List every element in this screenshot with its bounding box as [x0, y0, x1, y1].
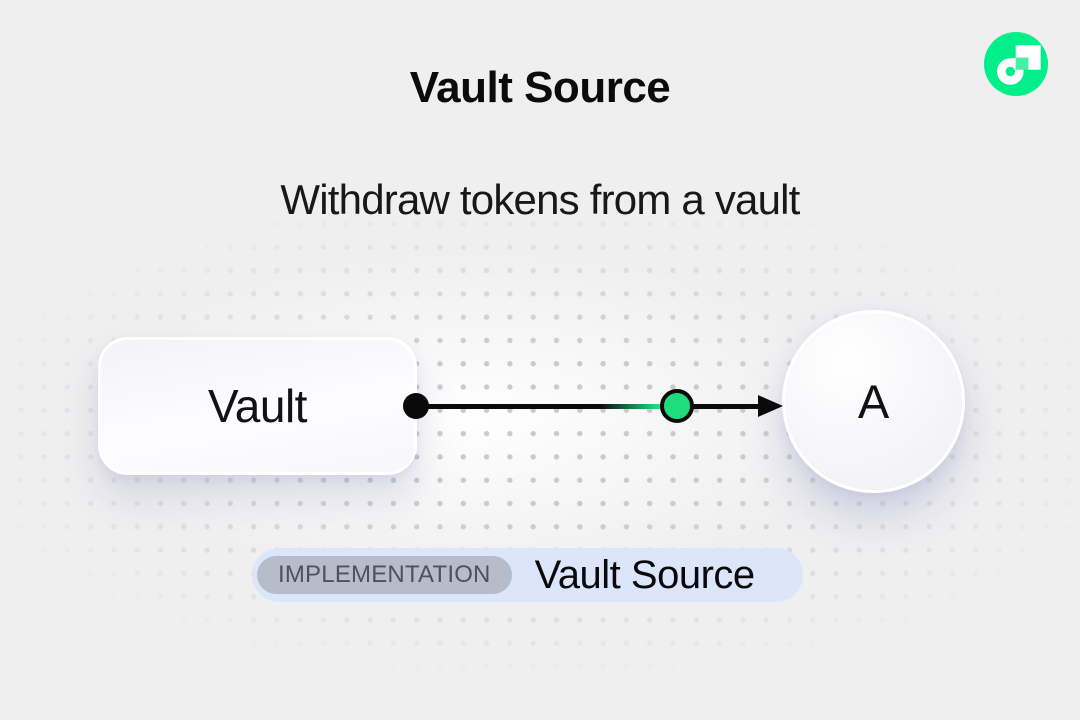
implementation-badge: IMPLEMENTATION Vault Source: [252, 548, 803, 602]
receiver-node: A: [782, 310, 965, 493]
token-dot: [660, 389, 694, 423]
receiver-node-label: A: [857, 375, 890, 428]
flow-logo-icon: [984, 32, 1048, 96]
vault-node: Vault: [98, 337, 417, 475]
vault-node-label: Vault: [208, 380, 307, 432]
edge-token-trail: [600, 404, 662, 409]
edge-start-dot: [403, 393, 429, 419]
implementation-name: Vault Source: [534, 552, 756, 597]
page-title: Vault Source: [409, 63, 671, 112]
page-subtitle: Withdraw tokens from a vault: [280, 176, 800, 223]
implementation-tag: IMPLEMENTATION: [257, 556, 512, 594]
arrowhead-icon: [758, 395, 783, 417]
edge-line: [416, 404, 764, 409]
